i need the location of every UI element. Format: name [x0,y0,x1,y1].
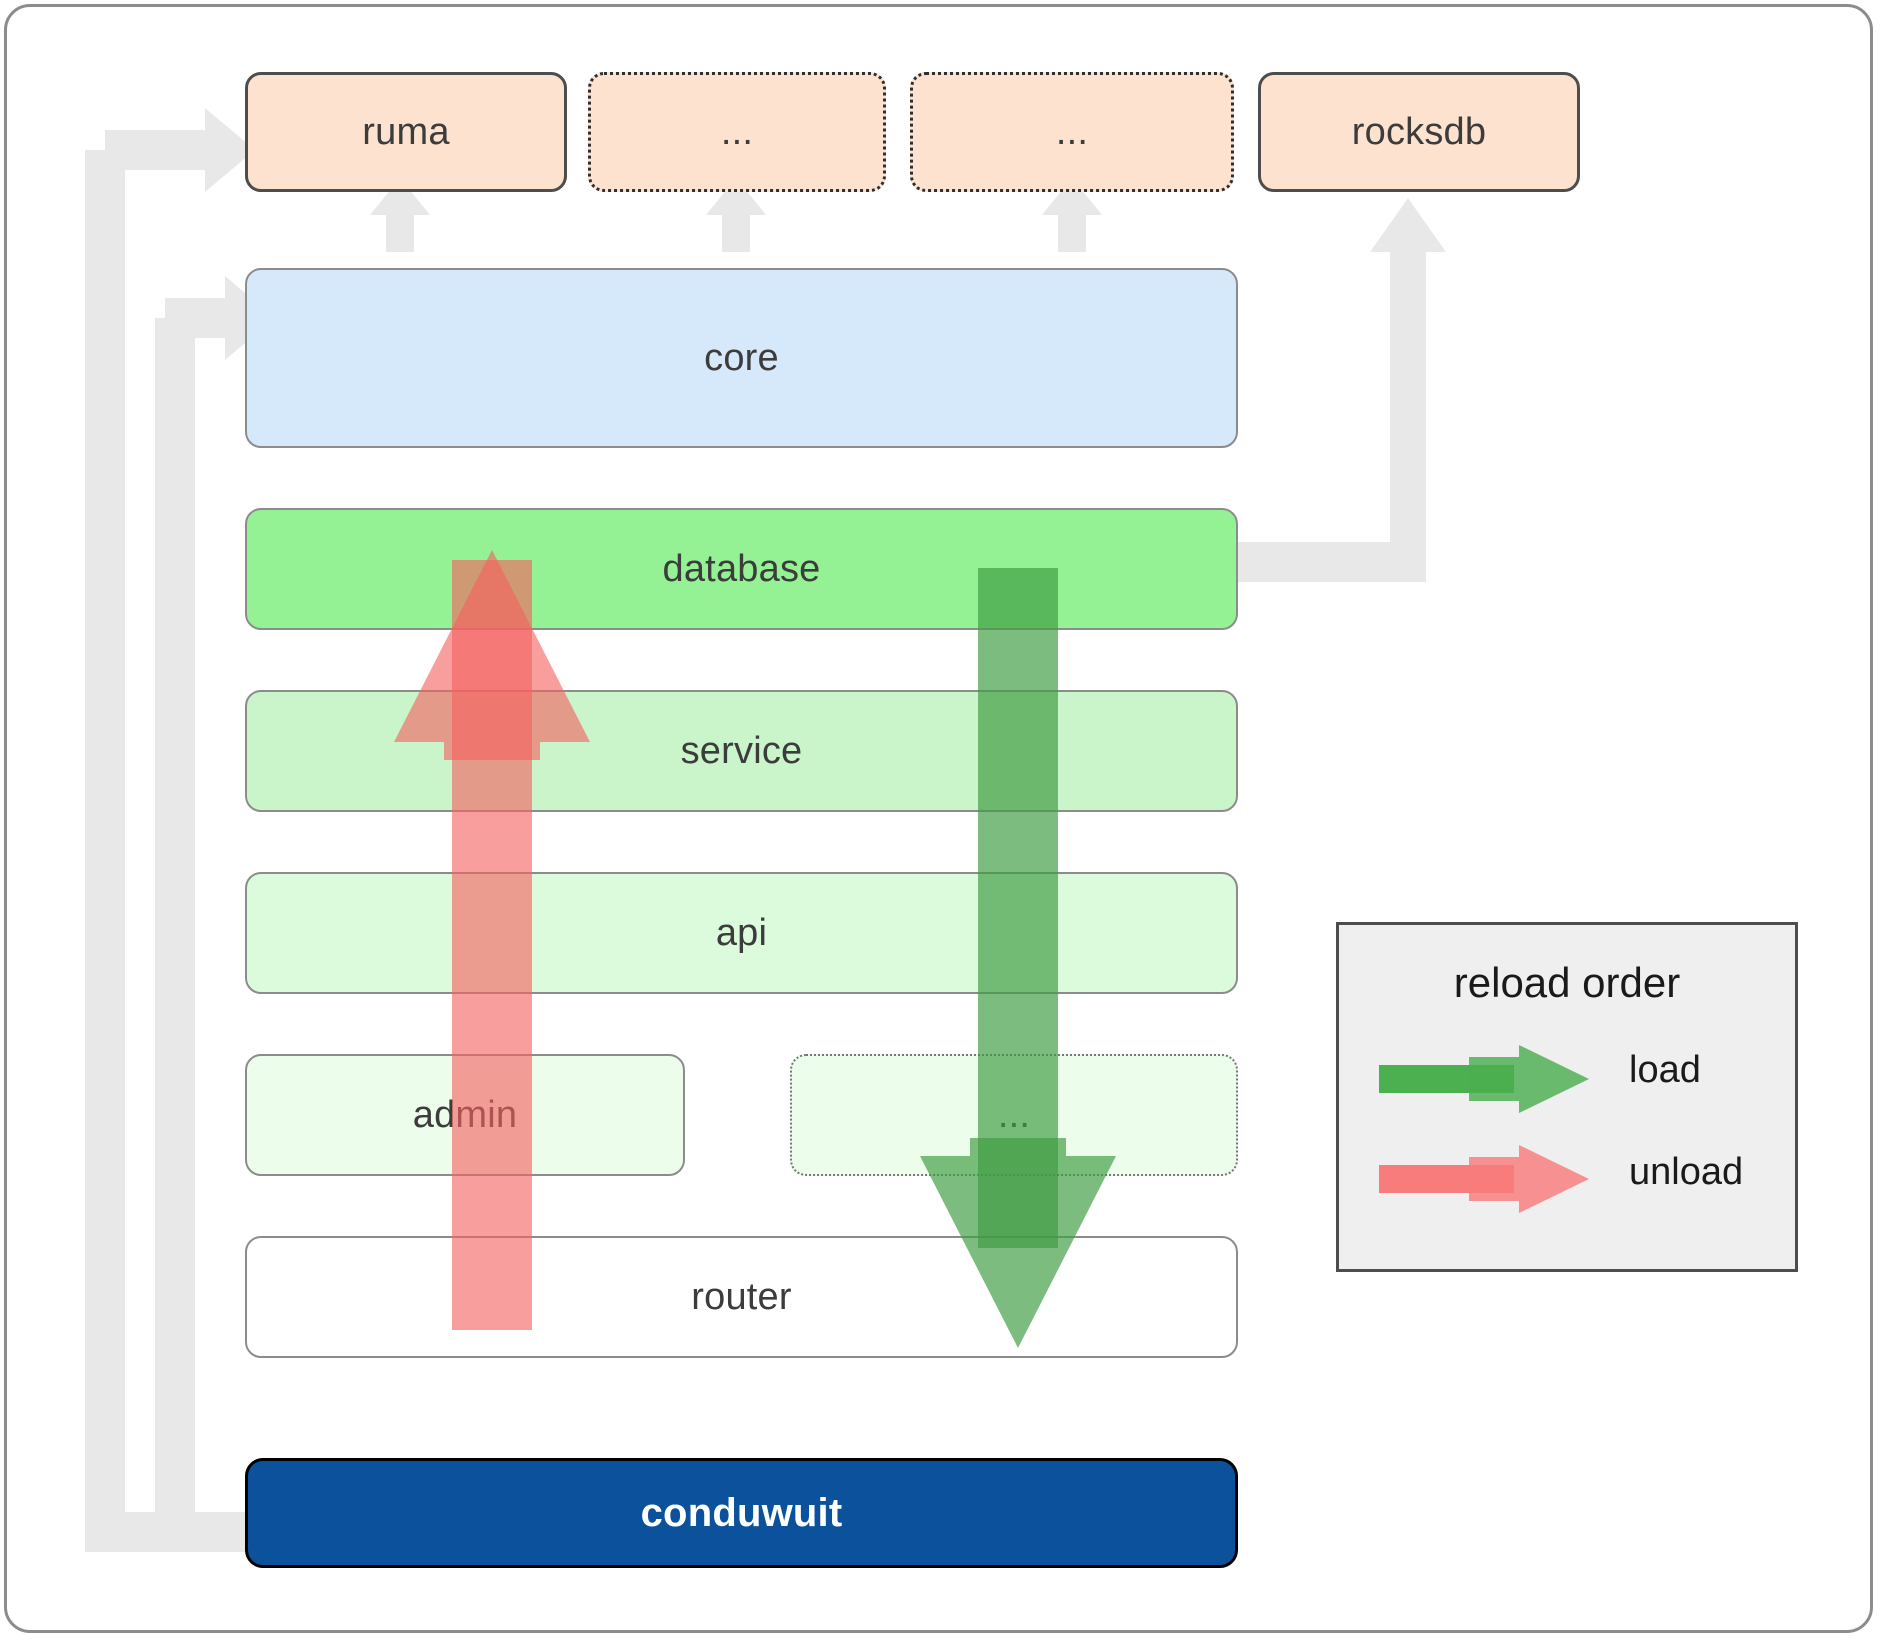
dependency-box-rocksdb[interactable]: rocksdb [1258,72,1580,192]
stack-label: database [662,547,821,590]
legend-label-unload: unload [1629,1151,1744,1193]
stack-box-ellipsis[interactable]: ... [790,1054,1238,1176]
stack-label: api [715,911,768,954]
stack-label: core [704,336,779,379]
stack-box-api[interactable]: api [245,872,1238,994]
application-box-conduwuit[interactable]: conduwuit [245,1458,1238,1568]
stack-label: router [691,1275,792,1318]
stack-box-service[interactable]: service [245,690,1238,812]
stack-box-router[interactable]: router [245,1236,1238,1358]
dependency-label: rocksdb [1351,110,1487,153]
stack-label: service [680,729,803,772]
dependency-box-ellipsis-1[interactable]: ... [588,72,886,192]
stack-label: admin [412,1093,518,1136]
legend-label-load: load [1629,1049,1701,1091]
dependency-box-ellipsis-2[interactable]: ... [910,72,1234,192]
legend-unload-arrow-icon [1379,1145,1589,1213]
legend-load-arrow-icon [1379,1045,1589,1113]
stack-box-database[interactable]: database [245,508,1238,630]
diagram-frame [4,4,1873,1633]
stack-box-admin[interactable]: admin [245,1054,685,1176]
legend-title: reload order [1453,959,1681,1006]
application-label: conduwuit [640,1490,843,1535]
legend-arrow-icons [1379,1045,1589,1213]
legend-panel: reload order load unload [1336,922,1798,1272]
dependency-label: ruma [362,110,450,153]
dependency-label: ... [1055,110,1089,153]
dependency-box-ruma[interactable]: ruma [245,72,567,192]
stack-box-core[interactable]: core [245,268,1238,448]
dependency-label: ... [720,110,754,153]
stack-label: ... [997,1093,1031,1136]
